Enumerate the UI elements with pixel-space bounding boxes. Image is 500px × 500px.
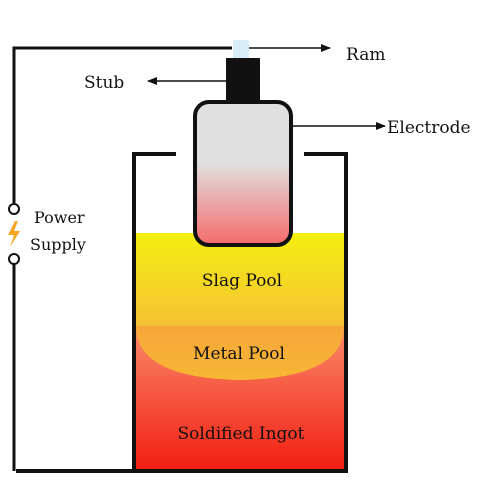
metal-pool-region bbox=[136, 326, 344, 380]
ram-cap bbox=[233, 40, 249, 58]
terminal-top bbox=[8, 203, 20, 215]
ingot-label: Soldified Ingot bbox=[178, 424, 305, 444]
electrode-body bbox=[193, 100, 293, 247]
power-label: Power bbox=[34, 208, 85, 227]
terminal-bottom bbox=[8, 253, 20, 265]
crucible-wall-right bbox=[16, 152, 348, 473]
supply-label: Supply bbox=[30, 235, 86, 254]
crucible-wall-left bbox=[132, 152, 176, 471]
slag-pool-label: Slag Pool bbox=[202, 271, 282, 291]
circuit-wire-top bbox=[12, 46, 232, 203]
lightning-bolt-icon bbox=[8, 221, 20, 247]
stub-block bbox=[226, 58, 260, 102]
metal-pool-label: Metal Pool bbox=[193, 344, 285, 364]
stub-label: Stub bbox=[84, 73, 124, 93]
slag-pool-region bbox=[136, 233, 344, 326]
electrode-label: Electrode bbox=[387, 118, 471, 138]
ram-label: Ram bbox=[346, 45, 385, 65]
